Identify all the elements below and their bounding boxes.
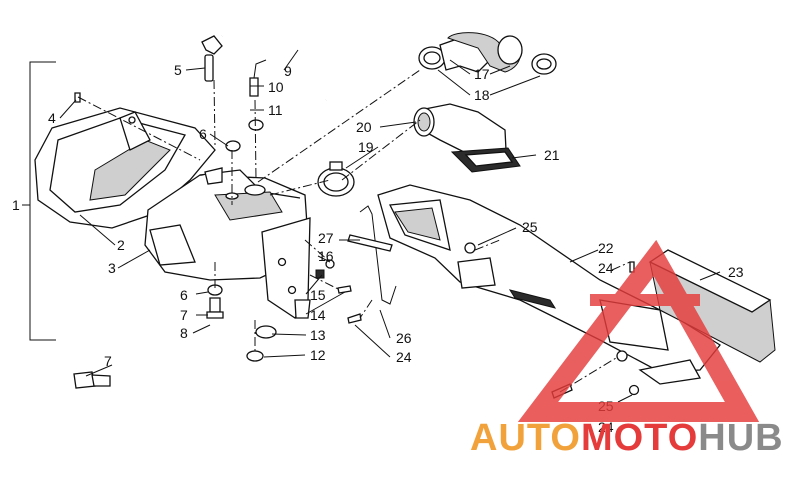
mount-plate bbox=[261, 217, 311, 319]
callout-22: 22 bbox=[598, 240, 614, 256]
vent-tube bbox=[204, 54, 214, 82]
grommet-11 bbox=[248, 119, 264, 131]
callout-11: 11 bbox=[268, 102, 283, 118]
watermark-text: AUTOMOTOHUB bbox=[470, 417, 784, 459]
leader-lines bbox=[59, 49, 721, 403]
callout-16: 16 bbox=[318, 248, 334, 264]
clamp-19 bbox=[317, 161, 355, 197]
support-rod bbox=[359, 205, 397, 305]
vent-fitting-tube bbox=[253, 59, 267, 79]
callout-12: 12 bbox=[310, 347, 326, 363]
callout-21: 21 bbox=[544, 147, 560, 163]
callout-10: 10 bbox=[268, 79, 284, 95]
grommet-6-top bbox=[225, 140, 241, 152]
vent-fitting bbox=[249, 77, 259, 97]
callout-2: 2 bbox=[117, 237, 125, 253]
callout-1: 1 bbox=[12, 197, 20, 213]
callout-26: 26 bbox=[396, 330, 412, 346]
vent-hose-inner bbox=[220, 24, 337, 102]
watermark-logo bbox=[517, 239, 760, 422]
watermark-auto: AUTO bbox=[470, 417, 581, 459]
callout-27: 27 bbox=[318, 230, 334, 246]
callout-6b: 6 bbox=[180, 287, 188, 303]
callout-13: 13 bbox=[310, 327, 326, 343]
elbow-boot bbox=[413, 103, 521, 173]
foam-filter bbox=[648, 249, 776, 363]
strap-27 bbox=[347, 234, 393, 252]
callout-17: 17 bbox=[474, 66, 490, 82]
callout-9: 9 bbox=[284, 63, 292, 79]
callout-24b: 24 bbox=[396, 349, 412, 365]
callout-19: 19 bbox=[358, 139, 374, 155]
callout-4: 4 bbox=[48, 110, 56, 126]
callout-3: 3 bbox=[108, 260, 116, 276]
boot-clamp-group bbox=[418, 32, 557, 75]
assembly-bracket bbox=[29, 61, 56, 341]
callout-18: 18 bbox=[474, 87, 490, 103]
callout-20: 20 bbox=[356, 119, 372, 135]
alignment-lines bbox=[77, 69, 631, 393]
callout-5: 5 bbox=[174, 62, 182, 78]
intake-duct bbox=[377, 184, 721, 385]
callout-25a: 25 bbox=[522, 219, 538, 235]
watermark-hub: HUB bbox=[698, 417, 783, 459]
callout-8: 8 bbox=[180, 325, 188, 341]
callout-7a: 7 bbox=[180, 307, 188, 323]
callout-7b: 7 bbox=[104, 353, 112, 369]
callout-23: 23 bbox=[728, 264, 744, 280]
callout-14: 14 bbox=[310, 307, 326, 323]
watermark-triangle bbox=[517, 239, 760, 422]
callout-6a: 6 bbox=[199, 126, 207, 142]
airbox-cover bbox=[34, 107, 216, 229]
drain-parts bbox=[73, 284, 277, 389]
callout-15: 15 bbox=[310, 287, 326, 303]
callout-24c: 24 bbox=[598, 419, 614, 435]
elbow-fitting bbox=[201, 35, 223, 55]
callout-24a: 24 bbox=[598, 260, 614, 276]
watermark-moto: MOTO bbox=[581, 417, 698, 459]
